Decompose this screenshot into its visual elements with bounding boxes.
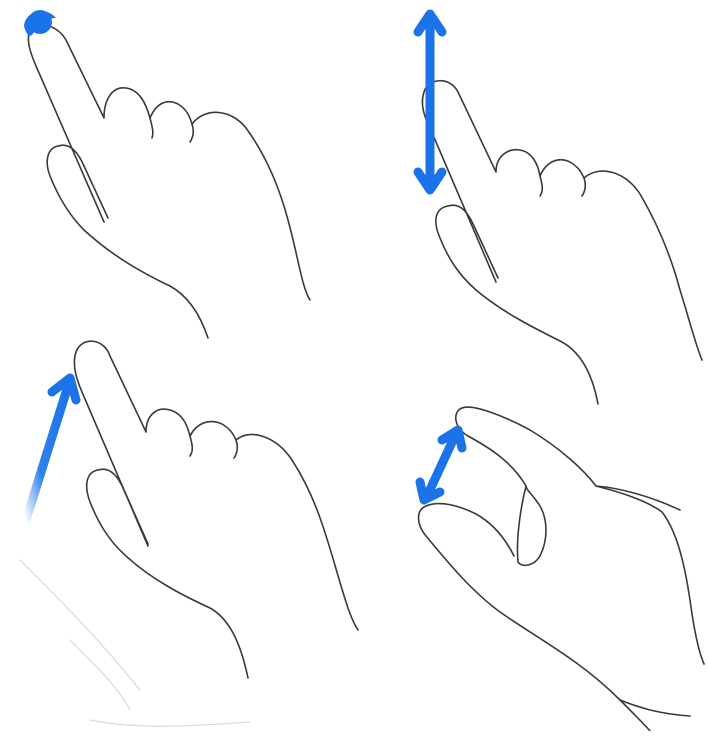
swipe-motion-ghost-3	[90, 720, 250, 726]
swipe-ring-finger-gap	[234, 440, 237, 458]
swipe-thumb-outline	[87, 470, 248, 678]
tap-gesture-panel	[24, 10, 310, 338]
pinch-thumb-outline	[419, 506, 651, 731]
drag-middle-finger-gap	[540, 176, 542, 196]
swipe-motion-ghost-1	[20, 560, 140, 690]
tap-ring-finger-gap	[190, 124, 193, 142]
vertical-double-arrow-icon	[418, 14, 442, 190]
drag-gesture-panel	[418, 14, 702, 404]
tap-dot-core	[28, 10, 52, 34]
drag-ring-finger-gap	[582, 178, 585, 196]
tap-middle-finger-gap	[150, 118, 153, 138]
pinch-index-finger-outline	[462, 407, 680, 510]
swipe-gesture-panel	[20, 341, 358, 726]
swipe-index-inner-edge	[74, 352, 148, 546]
swipe-hand-outline	[76, 341, 358, 630]
pinch-wrist	[620, 700, 690, 716]
pinch-double-arrow-icon	[420, 430, 462, 500]
tap-hand-outline	[30, 25, 310, 300]
pinch-thumb-top	[426, 504, 514, 556]
pinch-gesture-panel	[419, 407, 705, 731]
swipe-motion-ghost-2	[70, 640, 130, 710]
drag-thumb-outline	[436, 206, 598, 404]
tap-thumb-outline	[47, 146, 208, 338]
swipe-middle-finger-gap	[190, 436, 192, 456]
drag-hand-outline	[424, 81, 702, 360]
tap-index-inner-edge	[28, 30, 104, 222]
pinch-back-of-hand	[596, 486, 704, 664]
diagonal-swipe-arrow-icon	[26, 378, 76, 520]
